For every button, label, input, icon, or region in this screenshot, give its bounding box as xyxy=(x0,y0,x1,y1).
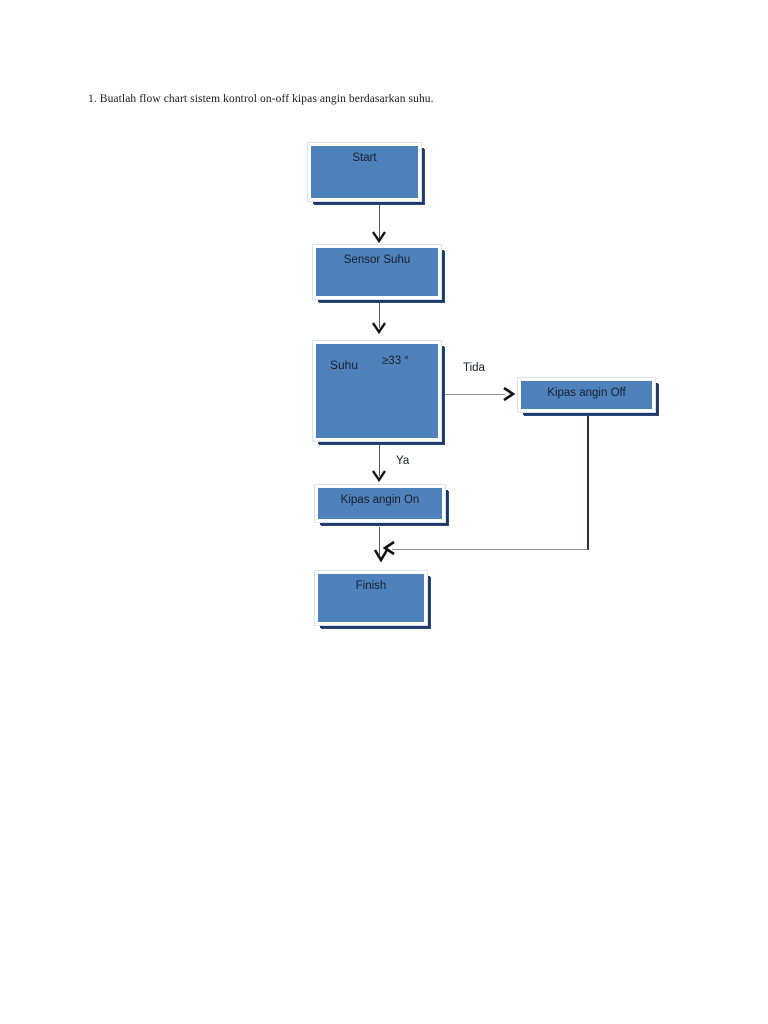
flow-node-finish-label: Finish xyxy=(355,580,387,592)
arrowhead-down-to-finish xyxy=(373,548,389,564)
flow-node-kipas-angin-on[interactable]: Kipas angin On xyxy=(314,484,446,523)
connector-decision-to-fan-on xyxy=(379,444,380,476)
connector-start-to-sensor xyxy=(379,204,380,238)
arrowhead-down-to-sensor xyxy=(371,229,387,245)
flow-node-decision-suhu[interactable]: Suhu ≥33 ° xyxy=(312,340,442,442)
branch-label-yes: Ya xyxy=(396,455,410,467)
arrowhead-down-to-decision xyxy=(371,320,387,336)
connector-fan-off-down xyxy=(587,414,589,550)
flow-node-kipas-angin-off[interactable]: Kipas angin Off xyxy=(517,377,656,413)
arrowhead-down-to-fan-on xyxy=(371,468,387,484)
flow-node-kipas-angin-off-label: Kipas angin Off xyxy=(547,387,626,399)
arrowhead-right-to-fan-off xyxy=(500,386,516,402)
flow-node-finish[interactable]: Finish xyxy=(314,570,428,626)
flow-node-kipas-angin-on-label: Kipas angin On xyxy=(340,494,420,506)
flow-node-decision-label-variable: Suhu xyxy=(330,358,359,372)
flow-node-sensor-suhu[interactable]: Sensor Suhu xyxy=(312,244,442,300)
connector-sensor-to-decision xyxy=(379,302,380,328)
connector-decision-to-fan-off xyxy=(443,394,505,395)
connector-fan-off-return-to-finish xyxy=(392,549,588,550)
page-heading: 1. Buatlah flow chart sistem kontrol on-… xyxy=(88,93,434,105)
branch-label-no: Tida xyxy=(463,362,485,374)
connector-fan-on-to-finish xyxy=(379,527,380,555)
flow-node-decision-label-threshold: ≥33 ° xyxy=(382,355,409,367)
flow-node-start[interactable]: Start xyxy=(307,142,422,202)
flow-node-start-label: Start xyxy=(352,152,377,164)
arrowhead-left-merge xyxy=(382,540,398,556)
flow-node-sensor-suhu-label: Sensor Suhu xyxy=(343,254,411,266)
